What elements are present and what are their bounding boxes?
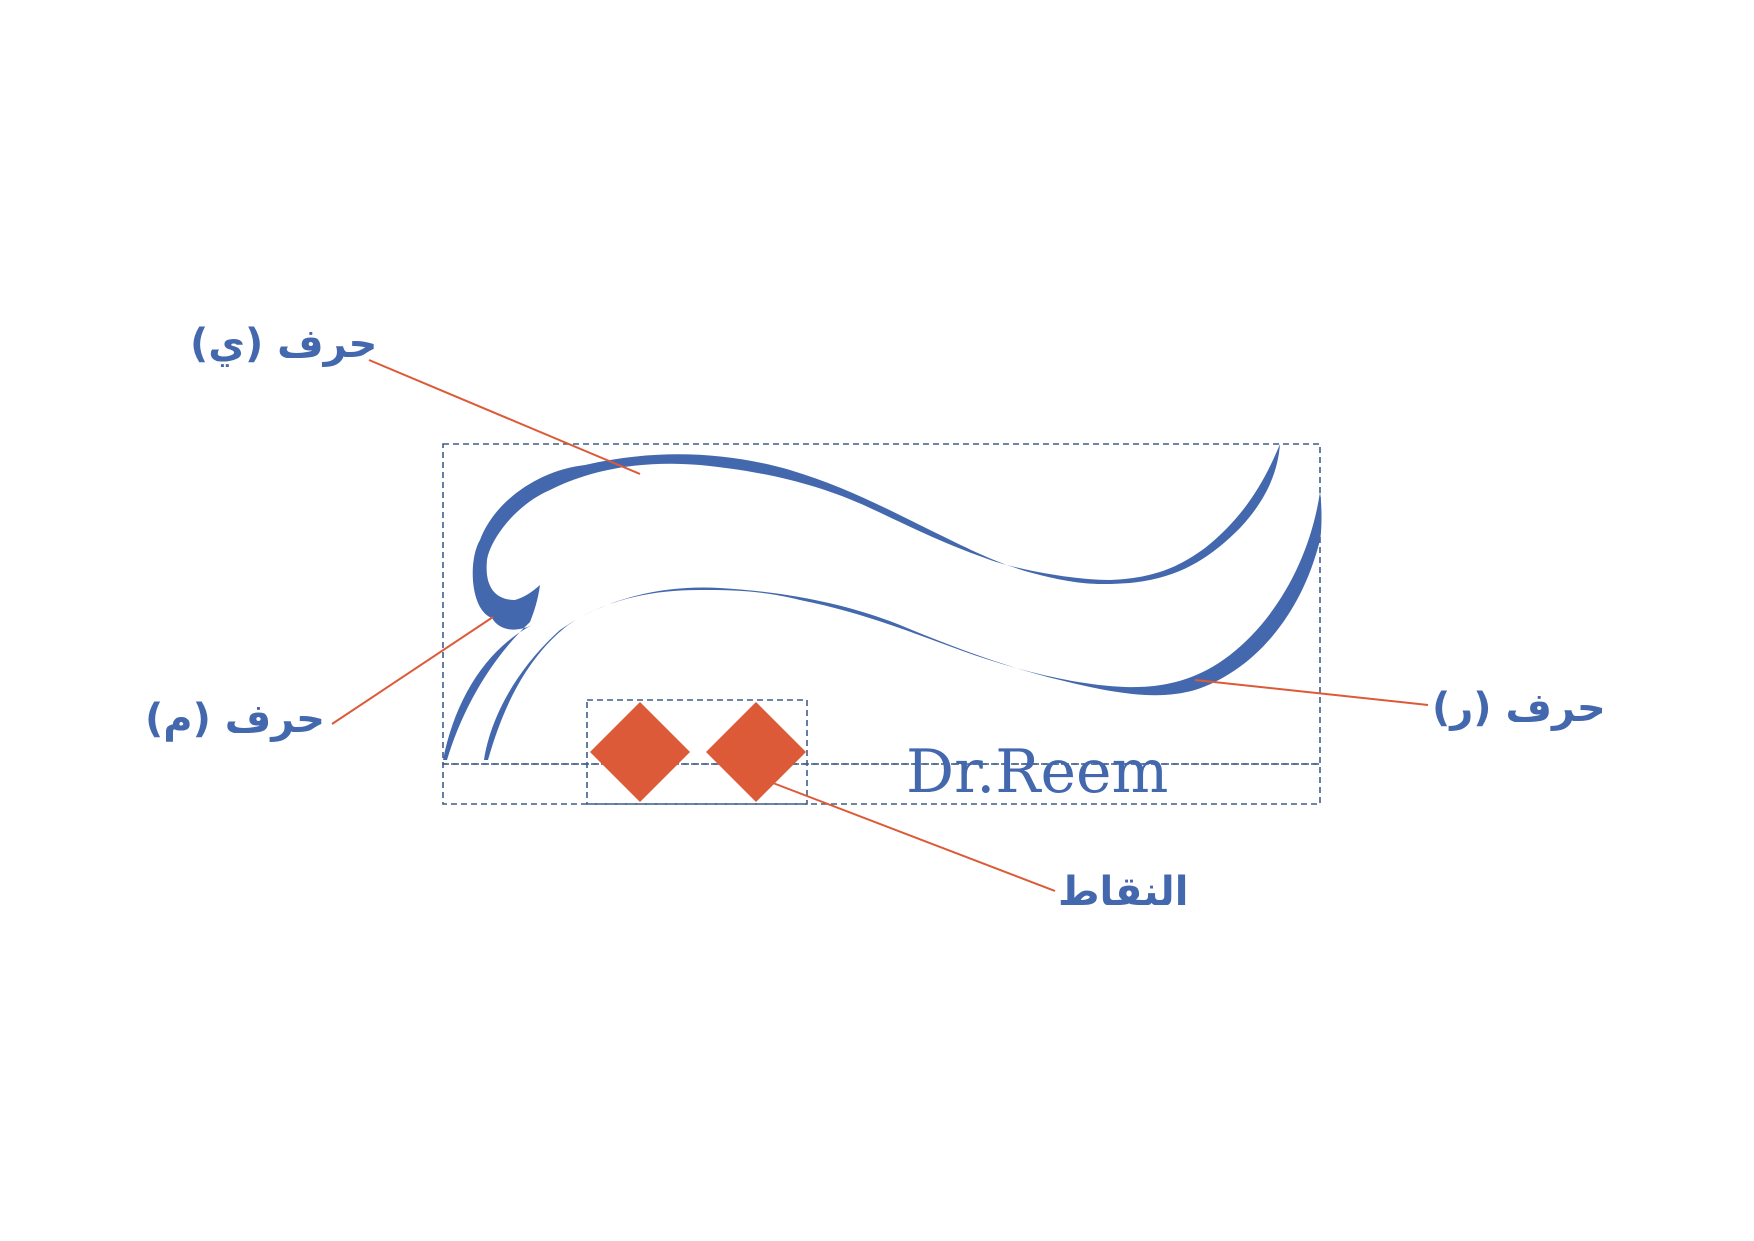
guide-box-baseline — [442, 763, 1321, 805]
callout-label-dots: النقاط — [1058, 869, 1189, 915]
callout-label-ya: حرف (ي) — [190, 321, 378, 367]
guide-box-dots — [586, 699, 808, 805]
leader-line-ya — [368, 359, 641, 475]
leader-line-ra — [1194, 679, 1429, 706]
callout-label-mim: حرف (م) — [145, 696, 325, 742]
letter-ya-stroke — [443, 444, 1280, 760]
letter-ra-stroke — [484, 492, 1322, 760]
guide-box-main — [442, 443, 1321, 765]
dot-diamond-right — [706, 702, 806, 802]
dot-diamond-left — [590, 702, 690, 802]
callout-label-ra: حرف (ر) — [1432, 685, 1606, 731]
leader-line-mim — [331, 616, 494, 725]
brand-wordmark: Dr.Reem — [906, 737, 1169, 807]
leader-line-dots — [772, 782, 1056, 892]
